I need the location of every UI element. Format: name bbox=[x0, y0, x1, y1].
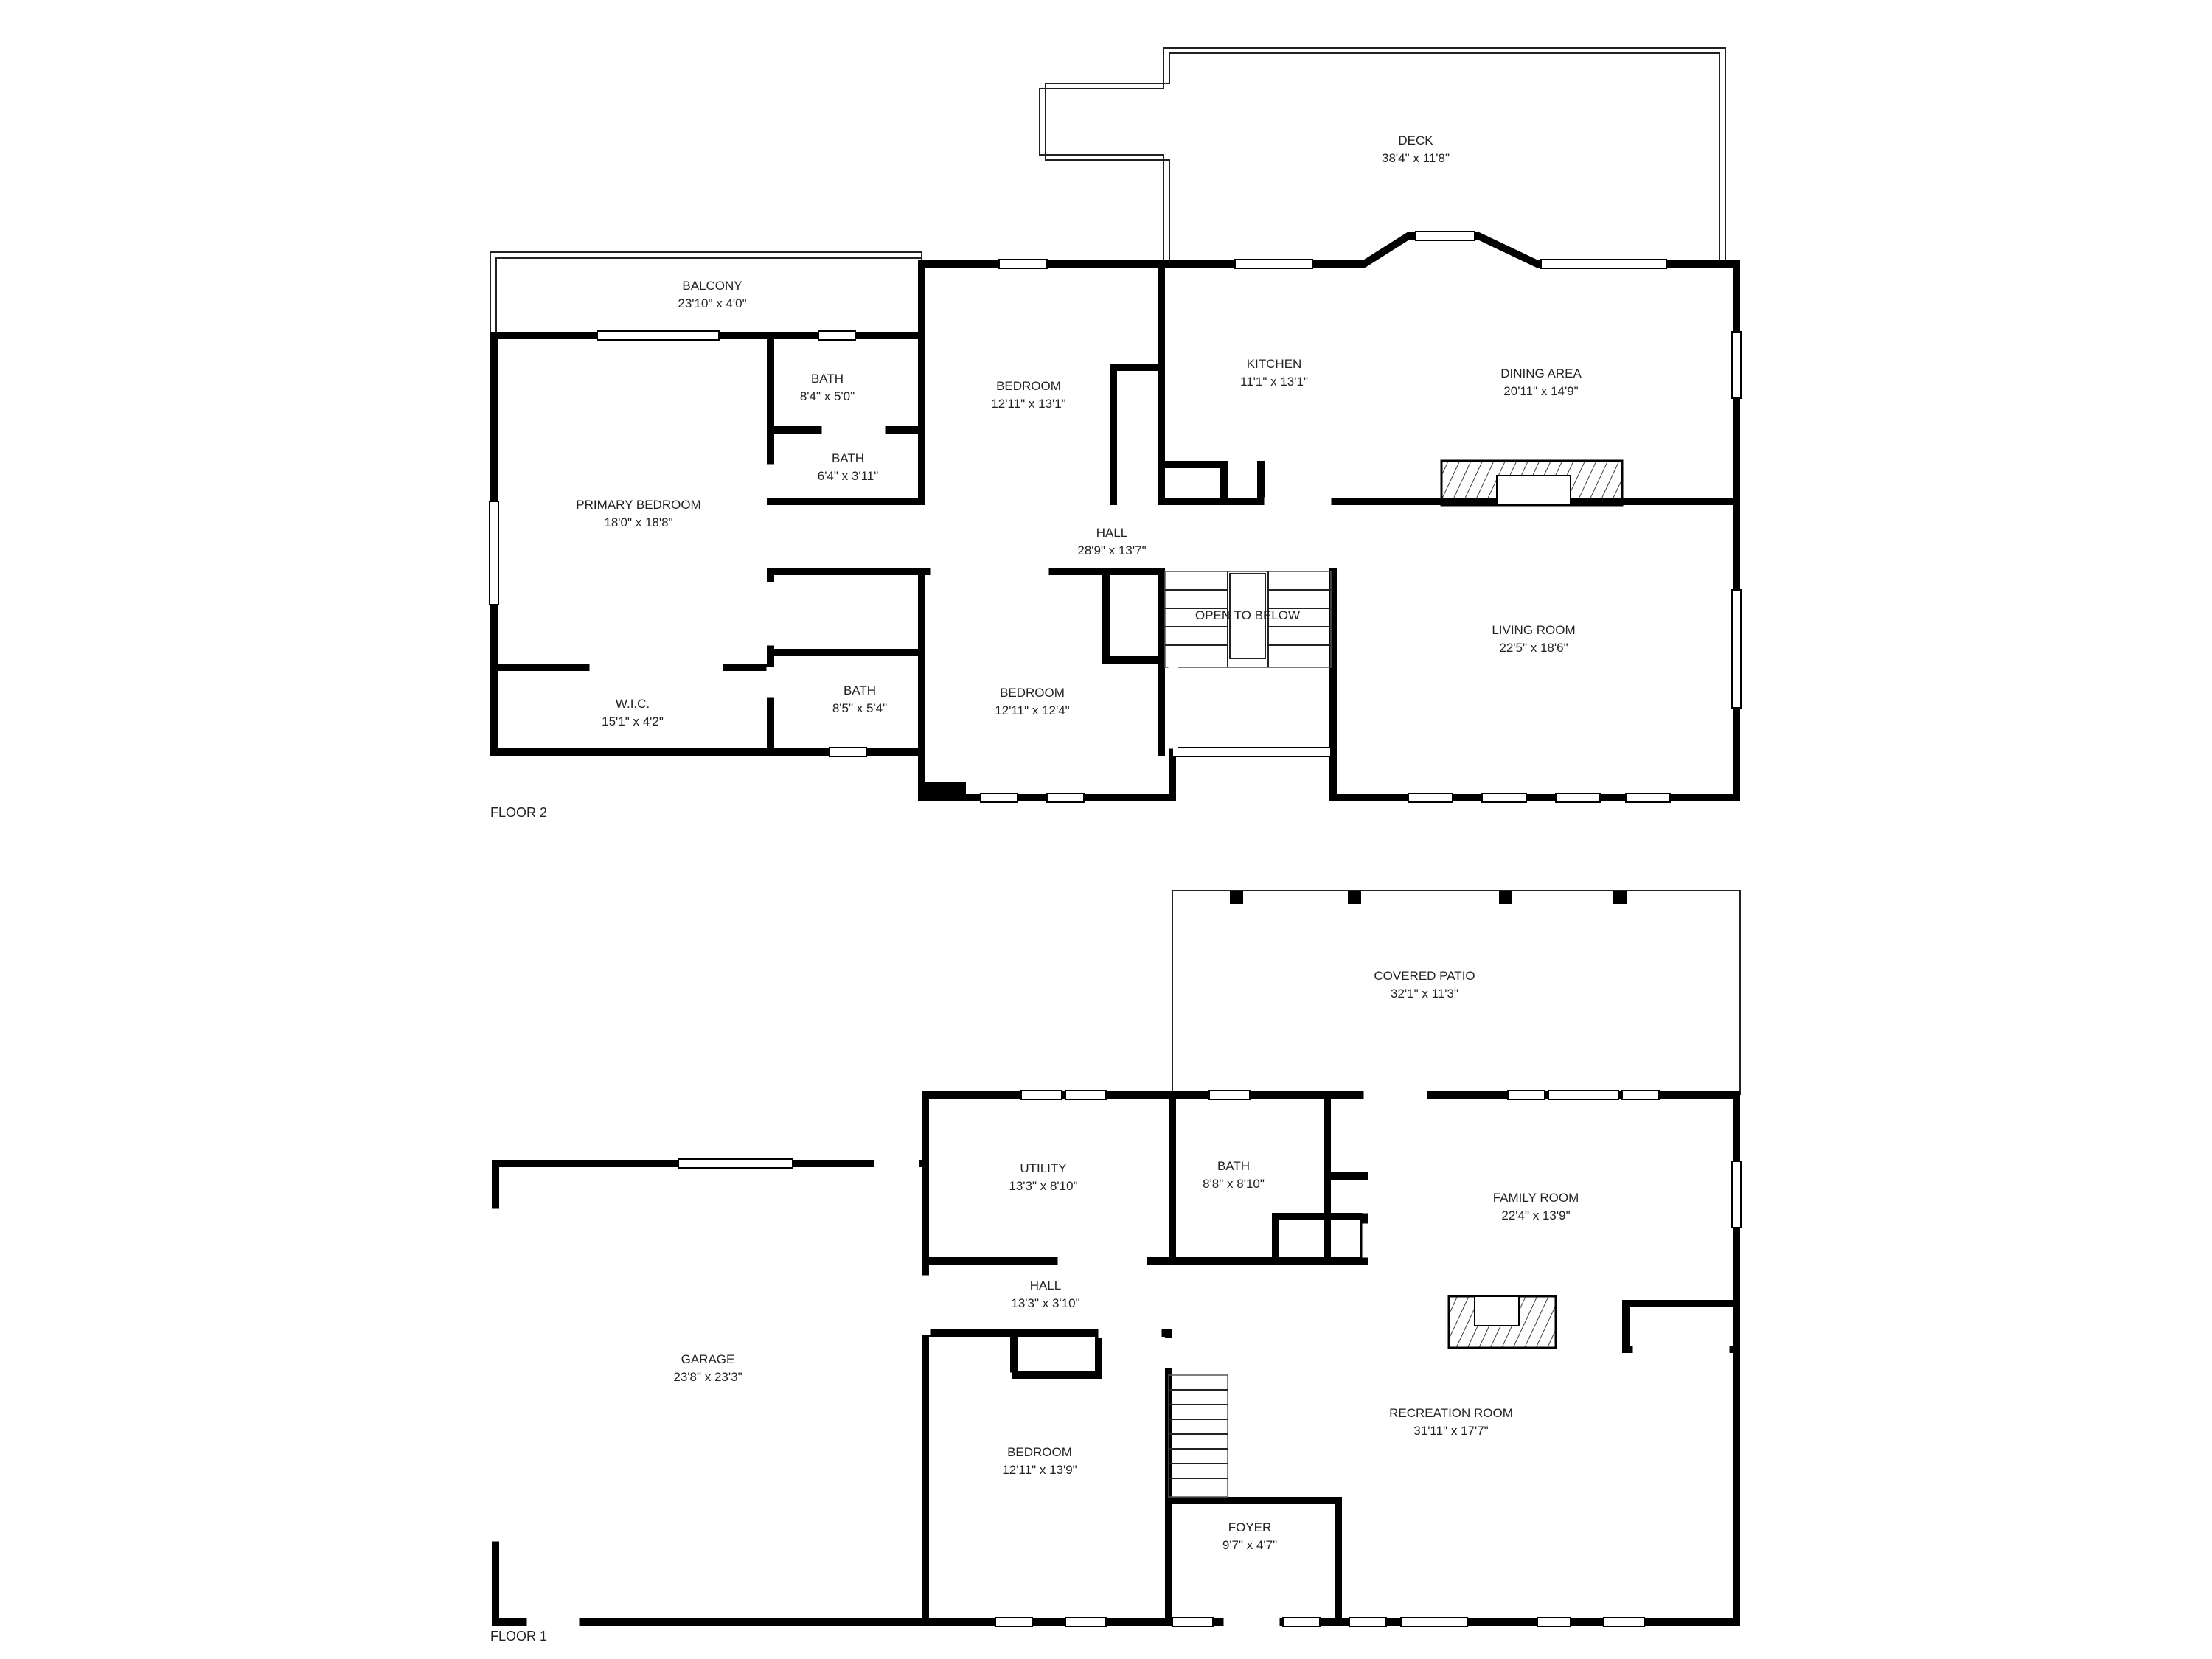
room-dims-bath: 8'4" x 5'0" bbox=[800, 389, 855, 403]
stairs-floor-2 bbox=[1164, 571, 1332, 668]
room-dims-living-room: 22'5" x 18'6" bbox=[1499, 641, 1568, 655]
room-name-hall: HALL bbox=[1030, 1279, 1062, 1293]
floor-2-label: FLOOR 2 bbox=[490, 805, 547, 820]
room-name-covered-patio: COVERED PATIO bbox=[1374, 969, 1475, 983]
room-dims-balcony: 23'10" x 4'0" bbox=[678, 296, 746, 310]
room-dims-deck: 38'4" x 11'8" bbox=[1382, 151, 1450, 165]
room-dims-bedroom: 12'11" x 13'9" bbox=[1002, 1463, 1077, 1477]
room-name-bedroom: BEDROOM bbox=[996, 379, 1061, 393]
room-name-hall: HALL bbox=[1096, 526, 1128, 540]
room-name-bath: BATH bbox=[811, 372, 844, 386]
floor-1-plan: FLOOR 1 bbox=[490, 890, 1742, 1644]
room-name-family-room: FAMILY ROOM bbox=[1493, 1191, 1579, 1205]
room-name-balcony: BALCONY bbox=[682, 279, 742, 293]
room-dims-bath: 8'8" x 8'10" bbox=[1203, 1177, 1265, 1191]
room-name-garage: GARAGE bbox=[681, 1352, 735, 1366]
room-name-open-to-below: OPEN TO BELOW bbox=[1195, 608, 1300, 622]
room-name-bath: BATH bbox=[1217, 1159, 1250, 1173]
room-name-recreation-room: RECREATION ROOM bbox=[1389, 1406, 1513, 1420]
room-name-living-room: LIVING ROOM bbox=[1492, 623, 1575, 637]
room-dims-foyer: 9'7" x 4'7" bbox=[1222, 1538, 1277, 1552]
floor-2-room-labels: DECK 38'4" x 11'8" BALCONY 23'10" x 4'0"… bbox=[576, 133, 1582, 728]
room-name-bedroom: BEDROOM bbox=[1000, 686, 1065, 700]
stairs-floor-1 bbox=[1168, 1374, 1228, 1498]
room-name-bath: BATH bbox=[832, 451, 864, 465]
room-dims-bath: 6'4" x 3'11" bbox=[818, 469, 879, 483]
room-dims-family-room: 22'4" x 13'9" bbox=[1501, 1208, 1570, 1222]
room-name-bath: BATH bbox=[844, 684, 876, 698]
floor-2-windows bbox=[489, 231, 1742, 803]
deck-outline bbox=[1039, 47, 1726, 267]
floor-1-label: FLOOR 1 bbox=[490, 1629, 547, 1644]
room-dims-garage: 23'8" x 23'3" bbox=[673, 1370, 742, 1384]
floor-2-exterior-walls bbox=[490, 232, 1740, 801]
room-name-deck: DECK bbox=[1398, 133, 1433, 147]
room-dims-bedroom: 12'11" x 13'1" bbox=[991, 397, 1065, 411]
covered-patio-outline bbox=[1172, 890, 1741, 1095]
room-name-kitchen: KITCHEN bbox=[1247, 357, 1302, 371]
room-dims-dining-area: 20'11" x 14'9" bbox=[1503, 384, 1578, 398]
room-name-primary-bedroom: PRIMARY BEDROOM bbox=[576, 498, 700, 512]
room-dims-hall: 13'3" x 3'10" bbox=[1011, 1296, 1079, 1310]
floor-2-doors bbox=[589, 425, 1332, 749]
floor-2-plan: FLOOR 2 bbox=[489, 47, 1742, 820]
balcony-outline bbox=[490, 251, 922, 332]
room-dims-primary-bedroom: 18'0" x 18'8" bbox=[604, 515, 672, 529]
room-dims-kitchen: 11'1" x 13'1" bbox=[1240, 375, 1308, 389]
room-dims-utility: 13'3" x 8'10" bbox=[1009, 1179, 1077, 1193]
wall-block bbox=[922, 782, 966, 798]
room-name-dining-area: DINING AREA bbox=[1500, 366, 1582, 380]
room-name-foyer: FOYER bbox=[1228, 1520, 1272, 1534]
fireplace-hearth bbox=[1496, 475, 1571, 506]
fireplace-hearth bbox=[1474, 1295, 1520, 1326]
room-name-wic: W.I.C. bbox=[616, 697, 650, 711]
room-dims-wic: 15'1" x 4'2" bbox=[602, 714, 664, 728]
room-name-bedroom: BEDROOM bbox=[1007, 1445, 1072, 1459]
room-dims-covered-patio: 32'1" x 11'3" bbox=[1391, 987, 1458, 1001]
room-dims-hall: 28'9" x 13'7" bbox=[1077, 543, 1146, 557]
room-name-utility: UTILITY bbox=[1020, 1161, 1066, 1175]
room-dims-bedroom: 12'11" x 12'4" bbox=[995, 703, 1069, 717]
floor-1-room-labels: COVERED PATIO 32'1" x 11'3" UTILITY 13'3… bbox=[673, 969, 1579, 1552]
room-dims-recreation-room: 31'11" x 17'7" bbox=[1413, 1424, 1488, 1438]
room-dims-bath: 8'5" x 5'4" bbox=[832, 701, 887, 715]
floor-1-doors bbox=[490, 1090, 1730, 1627]
floor-1-windows bbox=[678, 1090, 1742, 1627]
